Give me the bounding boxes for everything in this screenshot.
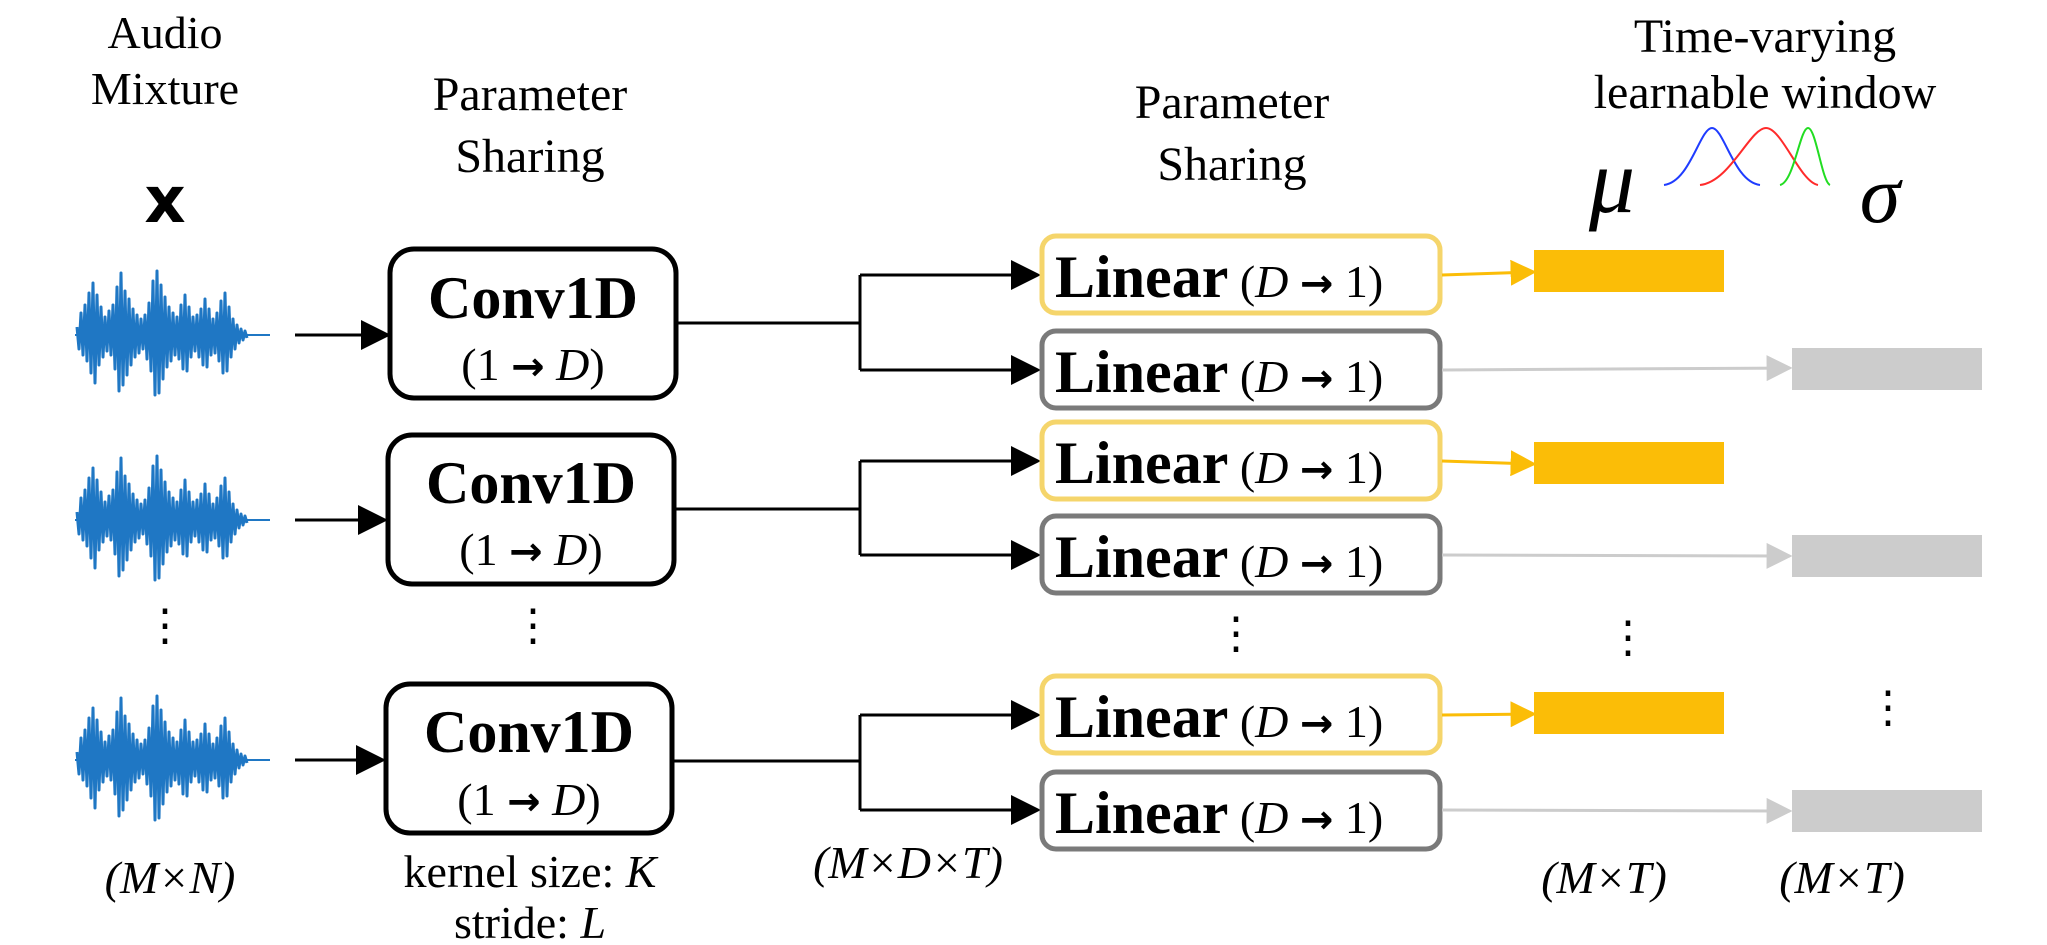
svg-text:Conv1D: Conv1D bbox=[428, 265, 638, 331]
audio-title-line1: Audio bbox=[108, 7, 223, 58]
conv-sharing-line1: Parameter bbox=[433, 68, 628, 121]
linear-mu-block-2: Linear (D → 1) bbox=[1039, 419, 1443, 502]
gaussian-blue bbox=[1663, 126, 1761, 186]
mu-output-bar-1 bbox=[1534, 250, 1724, 292]
gaussian-green bbox=[1779, 126, 1831, 186]
svg-text:(1 → D): (1 → D) bbox=[459, 524, 602, 575]
linear-sharing-line2: Sharing bbox=[1157, 138, 1306, 191]
linear-sigma-block-1: Linear (D → 1) bbox=[1039, 328, 1443, 411]
waveform-3 bbox=[73, 694, 272, 822]
audio-shape-label: (M×N) bbox=[105, 852, 236, 903]
arrow-sigma-2 bbox=[1441, 542, 1793, 569]
window-title-line2: learnable window bbox=[1594, 66, 1937, 119]
conv1d-block-2: Conv1D (1 → D) bbox=[385, 432, 677, 587]
svg-text:Conv1D: Conv1D bbox=[426, 450, 636, 516]
linear-sigma-block-3: Linear (D → 1) bbox=[1039, 769, 1443, 852]
svg-text:Linear (D → 1): Linear (D → 1) bbox=[1055, 684, 1383, 750]
linear-mu-block-3: Linear (D → 1) bbox=[1039, 673, 1443, 756]
arrow-sigma-1 bbox=[1441, 355, 1793, 382]
mu-output-bar-3 bbox=[1534, 692, 1724, 734]
feature-shape-label: (M×D×T) bbox=[813, 837, 1003, 888]
arrow-mu-3 bbox=[1441, 701, 1537, 728]
mu-shape-label: (M×T) bbox=[1541, 852, 1667, 903]
sigma-shape-label: (M×T) bbox=[1779, 852, 1905, 903]
audio-ellipsis: ⋮ bbox=[143, 601, 187, 650]
conv-ellipsis: ⋮ bbox=[511, 601, 555, 650]
sigma-output-bar-1 bbox=[1792, 348, 1982, 390]
svg-text:Linear (D → 1): Linear (D → 1) bbox=[1055, 780, 1383, 846]
mu-ellipsis: ⋮ bbox=[1606, 613, 1650, 662]
linear-mu-block-1: Linear (D → 1) bbox=[1039, 233, 1443, 316]
audio-title-line2: Mixture bbox=[91, 63, 239, 114]
sigma-output-bar-3 bbox=[1792, 790, 1982, 832]
connector-group-1 bbox=[676, 260, 1041, 385]
svg-text:Conv1D: Conv1D bbox=[424, 699, 634, 765]
connector-group-2 bbox=[674, 446, 1041, 570]
mu-output-bar-2 bbox=[1534, 442, 1724, 484]
svg-text:Linear (D → 1): Linear (D → 1) bbox=[1055, 430, 1383, 496]
waveform-1 bbox=[73, 269, 272, 397]
svg-text:Linear (D → 1): Linear (D → 1) bbox=[1055, 339, 1383, 405]
linear-sigma-block-2: Linear (D → 1) bbox=[1039, 513, 1443, 596]
linear-sharing-line1: Parameter bbox=[1135, 76, 1330, 129]
mu-symbol: μ bbox=[1588, 130, 1635, 232]
sigma-output-bar-2 bbox=[1792, 535, 1982, 577]
linear-ellipsis: ⋮ bbox=[1214, 609, 1258, 658]
svg-text:Linear (D → 1): Linear (D → 1) bbox=[1055, 244, 1383, 310]
stride-label: stride: L bbox=[454, 897, 606, 945]
kernel-size-label: kernel size: K bbox=[404, 846, 659, 897]
arrow-sigma-3 bbox=[1441, 797, 1793, 824]
waveform-2 bbox=[73, 454, 272, 582]
gaussian-red bbox=[1699, 126, 1819, 186]
conv1d-block-3: Conv1D (1 → D) bbox=[383, 681, 675, 836]
svg-text:(1 → D): (1 → D) bbox=[461, 339, 604, 390]
conv-sharing-line2: Sharing bbox=[455, 130, 604, 183]
arrow-mu-1 bbox=[1441, 259, 1537, 286]
sigma-symbol: σ bbox=[1860, 149, 1904, 240]
window-title-line1: Time-varying bbox=[1634, 10, 1896, 63]
svg-text:(1 → D): (1 → D) bbox=[457, 774, 600, 825]
conv1d-block-1: Conv1D (1 → D) bbox=[387, 246, 679, 401]
connector-group-3 bbox=[672, 700, 1041, 825]
gaussian-windows-icon bbox=[1663, 126, 1831, 186]
audio-symbol-x: x bbox=[144, 164, 185, 238]
sigma-ellipsis: ⋮ bbox=[1866, 683, 1910, 732]
svg-text:Linear (D → 1): Linear (D → 1) bbox=[1055, 524, 1383, 590]
arrow-mu-2 bbox=[1441, 450, 1537, 477]
